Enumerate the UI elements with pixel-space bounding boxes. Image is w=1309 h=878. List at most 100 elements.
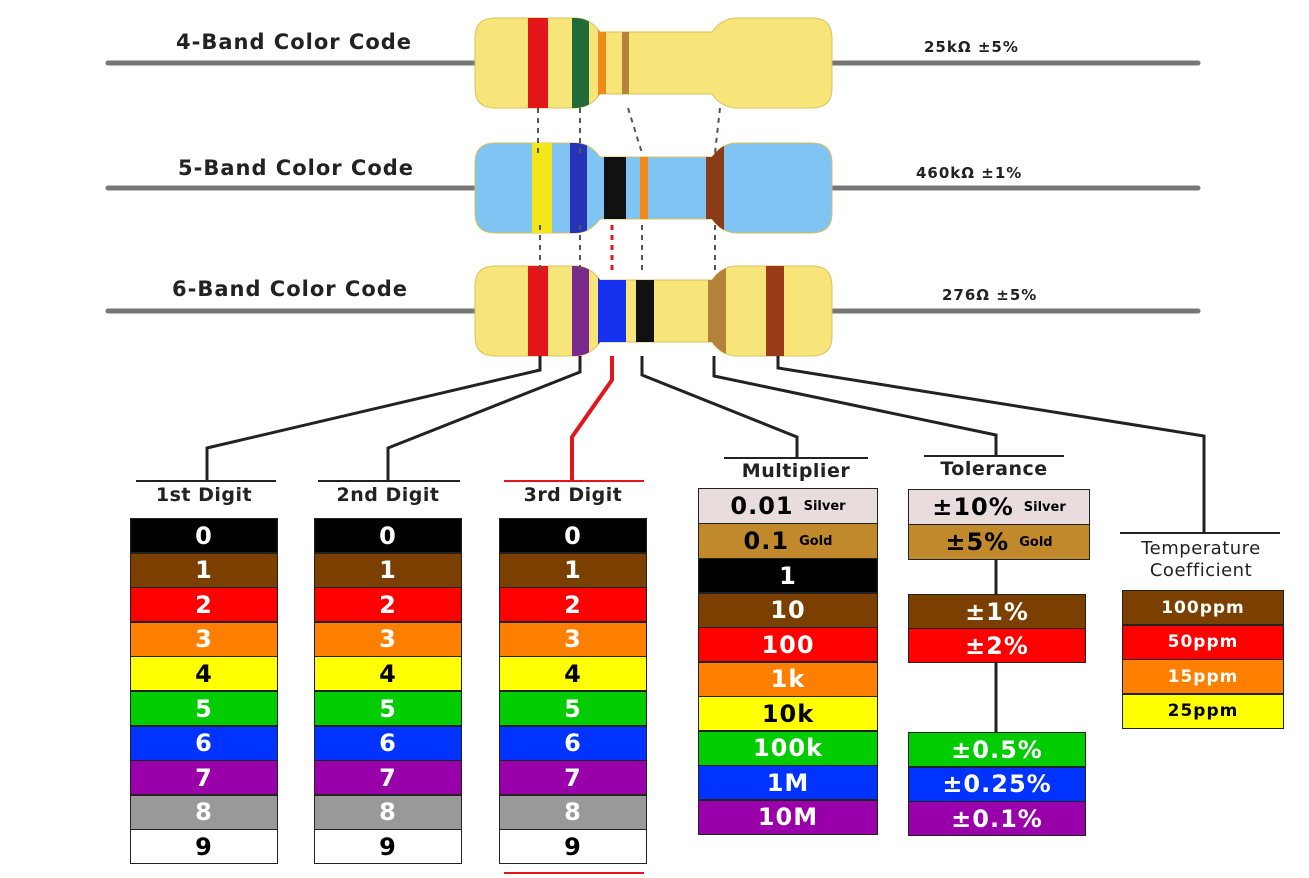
cell-label: 15ppm [1167, 666, 1239, 687]
cell-label: 7 [379, 763, 397, 792]
tolerance-cell: ±5% Gold [908, 524, 1090, 560]
cell-label: 3 [564, 625, 582, 654]
cell-label: 8 [379, 798, 397, 827]
digit-cell-0: 0 [314, 518, 462, 553]
digit-cell-9: 9 [499, 829, 647, 865]
temperature-header-line1: Temperature [1141, 538, 1261, 559]
cell-label: 6 [195, 729, 213, 758]
cell-label: 5 [564, 694, 582, 723]
cell-label: 6 [379, 729, 397, 758]
temperature-header: Temperature Coefficient [1112, 538, 1290, 582]
third-digit-rule-bottom [504, 872, 644, 874]
tolerance-cell: ±1% [908, 594, 1086, 629]
six-band-label: 6-Band Color Code [172, 277, 409, 301]
cell-sublabel: Silver [1023, 499, 1066, 515]
second-digit-rule [318, 480, 460, 482]
cell-label: 8 [195, 798, 213, 827]
digit-cell-3: 3 [314, 621, 462, 657]
cell-label: ±0.25% [942, 770, 1052, 798]
temperature-cell: 15ppm [1122, 659, 1284, 694]
temperature-cell: 100ppm [1122, 590, 1284, 625]
digit-cell-7: 7 [499, 760, 647, 796]
cell-label: 100k [752, 734, 824, 762]
digit-cell-7: 7 [314, 760, 462, 796]
six-band-value: 276Ω ±5% [942, 286, 1038, 304]
color-band [598, 18, 606, 108]
digit-cell-4: 4 [314, 656, 462, 692]
tolerance-rule [924, 455, 1064, 457]
color-band [528, 266, 548, 356]
cell-label: 7 [564, 763, 582, 792]
cell-label: 100 [761, 630, 815, 659]
cell-label: 1 [564, 556, 582, 585]
digit-cell-1: 1 [130, 552, 278, 588]
third-digit-rule-top [504, 480, 644, 482]
multiplier-header: Multiplier [741, 460, 851, 482]
temperature-rule [1120, 532, 1280, 534]
first-digit-header: 1st Digit [155, 484, 253, 506]
color-band [532, 143, 552, 233]
cell-label: ±2% [965, 631, 1029, 660]
color-band [766, 266, 784, 356]
digit-cell-8: 8 [130, 794, 278, 830]
first-digit-rule [136, 480, 276, 482]
resistor-body [474, 142, 833, 234]
cell-label: 1 [379, 556, 397, 585]
cell-label: 0.01 [730, 492, 794, 520]
cell-label: 10 [770, 596, 806, 624]
digit-cell-6: 6 [499, 725, 647, 761]
color-band [706, 143, 724, 233]
four-band-value: 25kΩ ±5% [924, 38, 1019, 56]
cell-label: ±5% [945, 528, 1010, 556]
cell-label: 3 [195, 625, 213, 654]
color-band [572, 266, 589, 356]
cell-label: ±0.1% [951, 804, 1043, 833]
digit-cell-8: 8 [314, 794, 462, 830]
second-digit-header: 2nd Digit [336, 484, 440, 506]
color-band [640, 143, 648, 233]
tolerance-header: Tolerance [940, 458, 1048, 480]
resistor-3 [474, 265, 833, 357]
cell-label: 0 [195, 521, 213, 550]
cell-sublabel: Gold [1019, 534, 1053, 550]
cell-label: 8 [564, 798, 582, 827]
four-band-label: 4-Band Color Code [176, 30, 413, 54]
cell-label: 25ppm [1167, 701, 1239, 721]
digit-cell-5: 5 [499, 691, 647, 726]
multiplier-cell: 10 [698, 592, 878, 628]
cell-label: 100ppm [1161, 597, 1245, 618]
cell-label: ±0.5% [951, 735, 1043, 764]
color-band [572, 18, 589, 108]
cell-label: 6 [564, 729, 582, 758]
cell-label: 9 [564, 832, 582, 861]
digit-cell-1: 1 [499, 552, 647, 588]
digit-cell-5: 5 [130, 691, 278, 726]
digit-cell-0: 0 [499, 518, 647, 553]
cell-label: 5 [195, 694, 213, 723]
cell-label: 7 [195, 763, 213, 792]
multiplier-cell: 10k [698, 696, 878, 731]
tolerance-cell: ±0.1% [908, 801, 1086, 836]
digit-cell-4: 4 [130, 656, 278, 692]
digit-cell-7: 7 [130, 760, 278, 796]
tolerance-cell: ±10%Silver [908, 489, 1090, 525]
cell-label: 2 [379, 590, 397, 619]
cell-label: 1 [779, 561, 797, 590]
cell-label: 4 [564, 659, 582, 688]
five-band-value: 460kΩ ±1% [916, 164, 1023, 182]
cell-label: 2 [195, 590, 213, 619]
cell-label: 9 [379, 832, 397, 861]
multiplier-cell: 1M [698, 765, 878, 800]
digit-cell-6: 6 [130, 725, 278, 761]
digit-cell-2: 2 [314, 587, 462, 623]
multiplier-cell: 1k [698, 661, 878, 697]
cell-label: 0 [379, 521, 397, 550]
temperature-cell: 50ppm [1122, 624, 1284, 660]
cell-label: 4 [379, 659, 397, 688]
cell-label: 1k [770, 665, 806, 693]
color-band [622, 18, 629, 108]
digit-cell-9: 9 [314, 829, 462, 865]
multiplier-cell: 100k [698, 730, 878, 766]
